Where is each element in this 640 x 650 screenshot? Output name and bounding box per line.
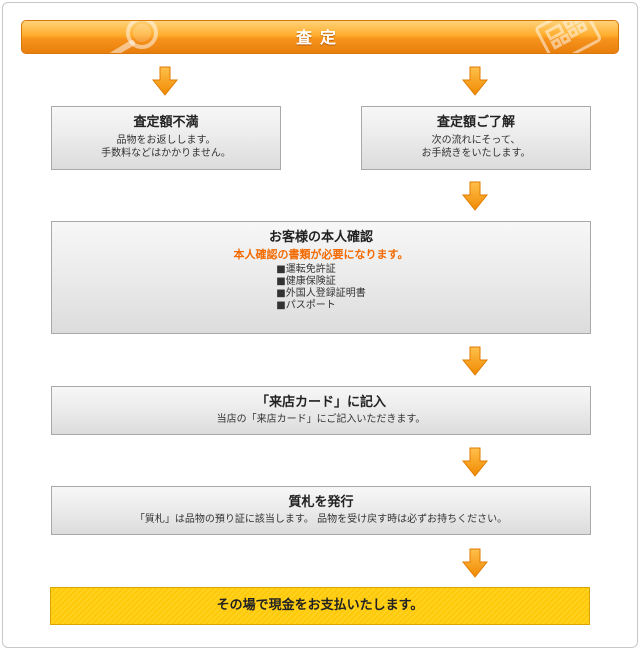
identity-document-list: ■運転免許証 ■健康保険証 ■外国人登録証明書 ■パスポート xyxy=(276,264,365,312)
down-arrow-icon xyxy=(461,447,489,477)
down-arrow-icon xyxy=(461,548,489,578)
document-item: ■運転免許証 xyxy=(276,264,336,275)
visit-card-title: 「来店カード」に記入 xyxy=(255,395,386,410)
accepted-line: お手続きをいたします。 xyxy=(421,148,531,159)
accepted-box: 査定額ご了解 次の流れにそって、 お手続きをいたします。 xyxy=(361,106,591,170)
pawn-ticket-box: 質札を発行 「質札」は品物の預り証に該当します。 品物を受け戻す時は必ずお持ちく… xyxy=(51,486,591,535)
dissatisfied-line: 手数料などはかかりません。 xyxy=(101,148,231,159)
accepted-line: 次の流れにそって、 xyxy=(431,135,521,146)
accepted-title: 査定額ご了解 xyxy=(436,115,515,130)
document-item: ■健康保険証 xyxy=(276,276,336,287)
page-title: 査定 xyxy=(295,28,344,47)
visit-card-box: 「来店カード」に記入 当店の「来店カード」にご記入いただきます。 xyxy=(51,386,591,435)
dissatisfied-line: 品物をお返しします。 xyxy=(116,135,216,146)
header-banner: 査定 xyxy=(21,20,619,54)
dissatisfied-box: 査定額不満 品物をお返しします。 手数料などはかかりません。 xyxy=(51,106,281,170)
cash-payment-box: その場で現金をお支払いたします。 xyxy=(50,587,590,625)
magnifier-icon xyxy=(109,21,158,53)
document-item: ■外国人登録証明書 xyxy=(276,288,366,299)
visit-card-text: 当店の「来店カード」にご記入いただきます。 xyxy=(216,414,426,425)
pawn-ticket-title: 質札を発行 xyxy=(288,495,354,510)
calculator-icon xyxy=(535,21,602,53)
identity-check-title: お客様の本人確認 xyxy=(268,230,373,245)
dissatisfied-title: 査定額不満 xyxy=(133,115,199,130)
down-arrow-icon xyxy=(461,66,489,96)
document-item: ■パスポート xyxy=(276,300,336,311)
identity-required-note: 本人確認の書類が必要になります。 xyxy=(233,248,409,261)
down-arrow-icon xyxy=(461,181,489,211)
down-arrow-icon xyxy=(461,346,489,376)
down-arrow-icon xyxy=(151,66,179,96)
pawn-ticket-text: 「質札」は品物の預り証に該当します。 品物を受け戻す時は必ずお持ちください。 xyxy=(134,514,508,525)
cash-payment-text: その場で現金をお支払いたします。 xyxy=(216,598,424,613)
identity-check-box: お客様の本人確認 本人確認の書類が必要になります。 ■運転免許証 ■健康保険証 … xyxy=(51,221,591,334)
